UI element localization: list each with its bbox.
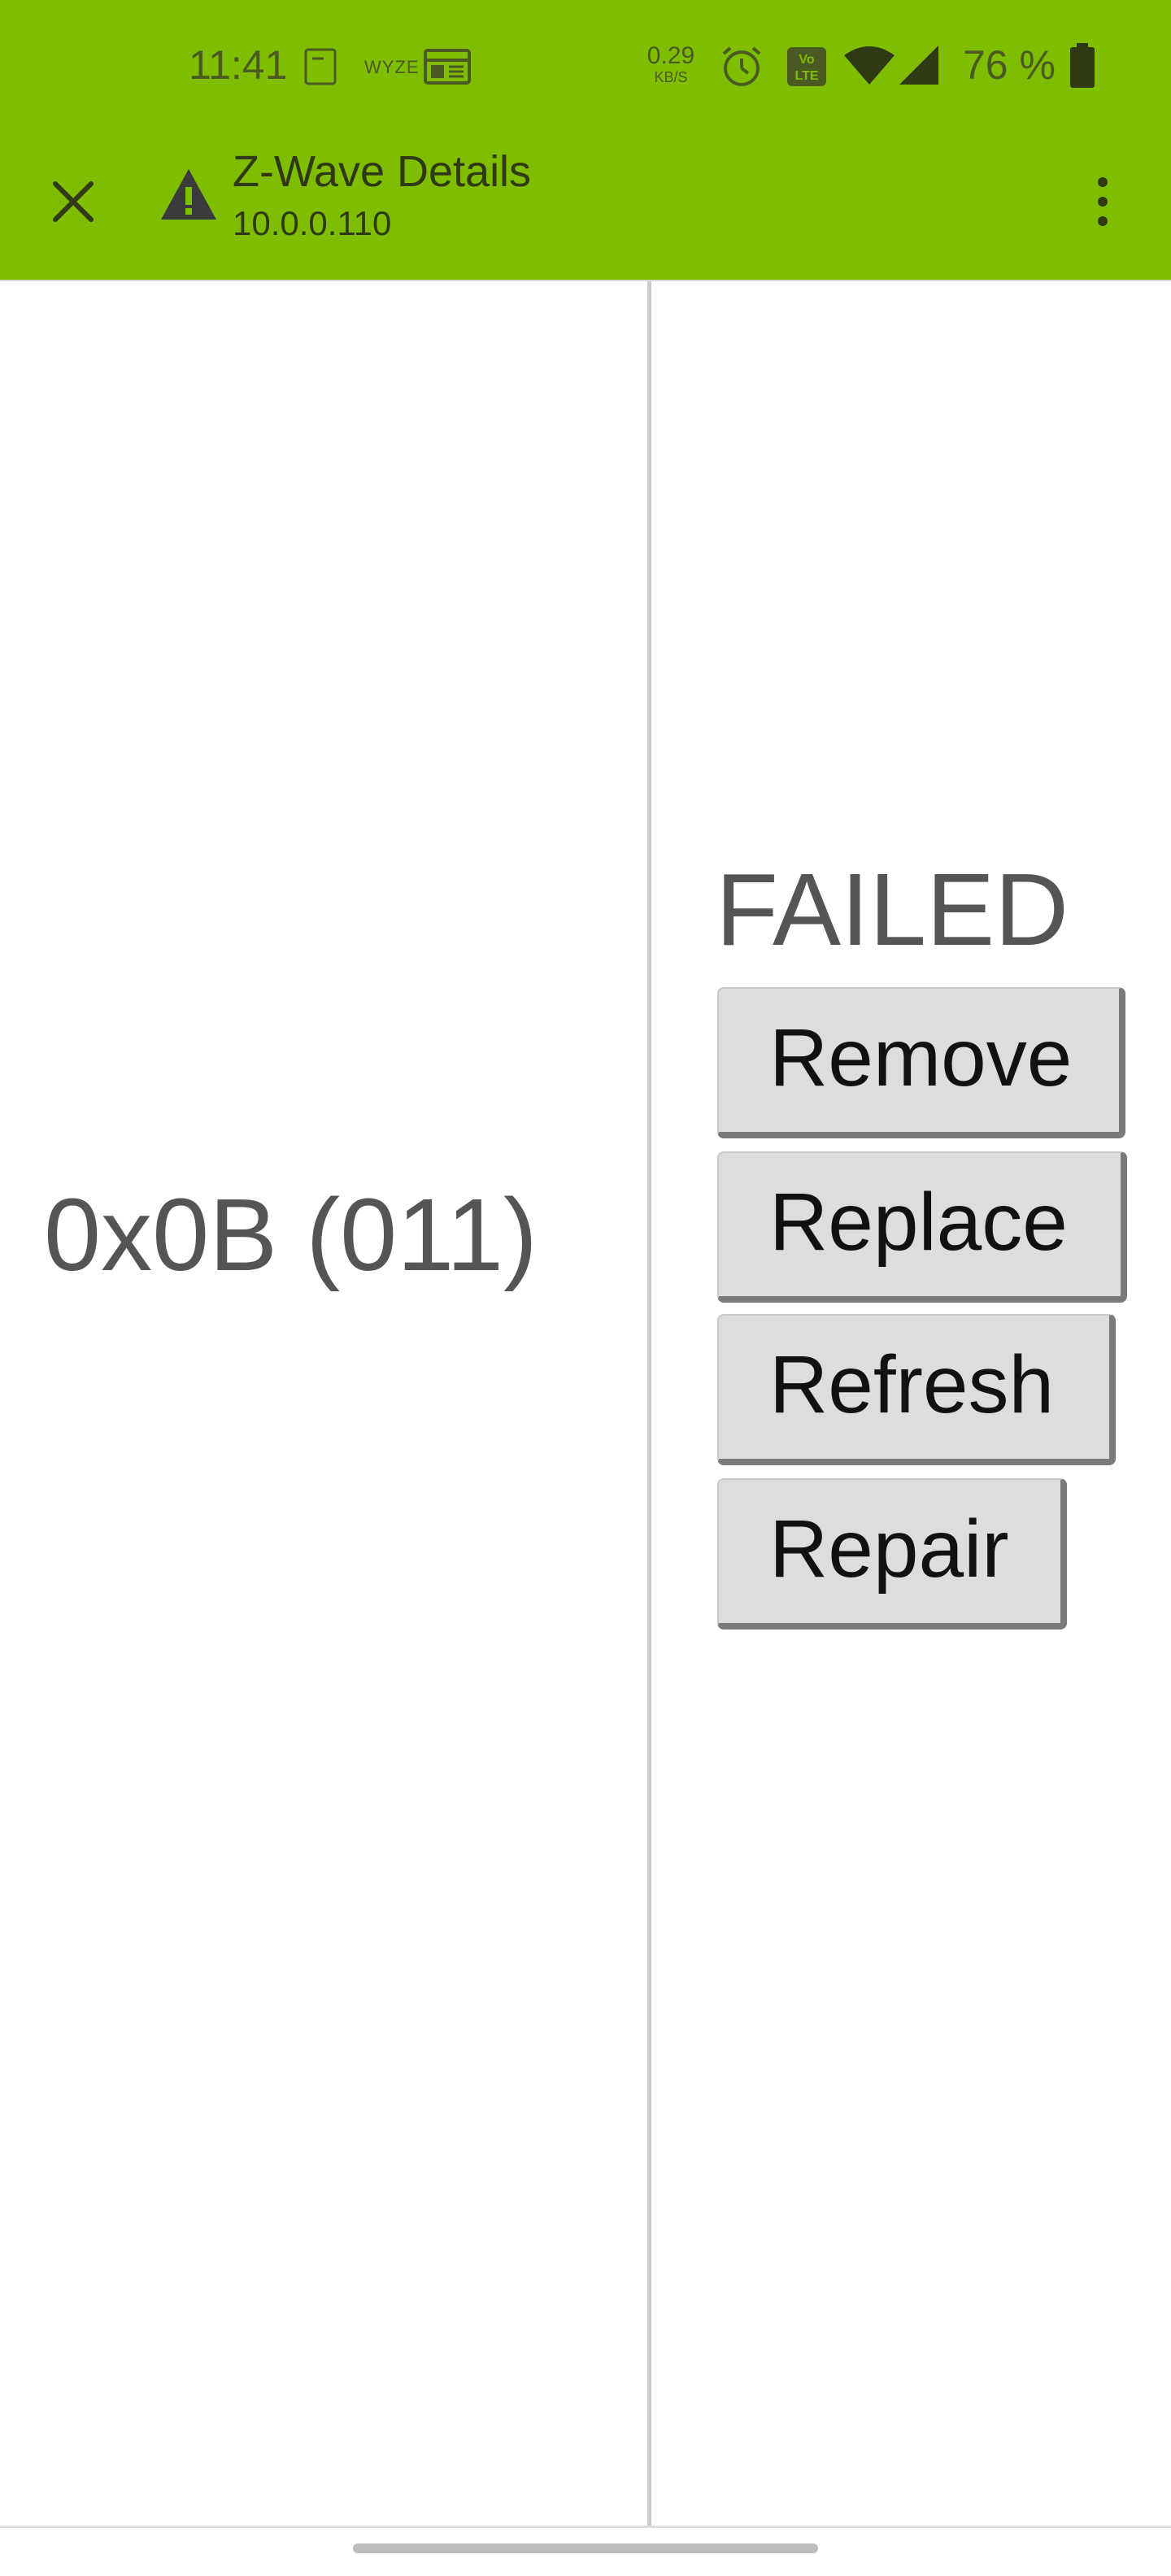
overflow-menu-button[interactable]	[1073, 163, 1132, 241]
network-speed: 0.29 KB/S	[642, 44, 699, 85]
more-vert-icon	[1098, 177, 1108, 226]
svg-text:LTE: LTE	[794, 69, 818, 83]
gesture-handle[interactable]	[353, 2543, 818, 2553]
remove-button[interactable]: Remove	[717, 987, 1125, 1138]
page-subtitle: 10.0.0.110	[233, 204, 392, 242]
battery-percent: 76 %	[963, 42, 1056, 88]
node-id: 0x0B (011)	[44, 1177, 538, 1292]
page-title: Z-Wave Details	[233, 147, 532, 196]
volte-icon: Vo LTE	[787, 47, 826, 86]
node-status: FAILED	[716, 852, 1069, 967]
header: 11:41 WYZE 0.29 KB/S	[0, 0, 1171, 281]
battery-icon	[1070, 43, 1095, 88]
app-bar: Z-Wave Details 10.0.0.110	[0, 130, 1171, 281]
repair-button[interactable]: Repair	[717, 1478, 1067, 1630]
close-icon	[53, 181, 94, 222]
warning-icon	[161, 169, 216, 220]
alarm-icon	[722, 46, 761, 86]
svg-text:Vo: Vo	[799, 53, 814, 67]
wyze-icon: WYZE	[364, 57, 420, 77]
wifi-icon	[844, 46, 895, 85]
network-speed-unit: KB/S	[654, 69, 688, 85]
status-bar: 11:41 WYZE 0.29 KB/S	[0, 0, 1171, 130]
refresh-button[interactable]: Refresh	[717, 1314, 1116, 1465]
replace-button[interactable]: Replace	[717, 1151, 1127, 1303]
network-speed-value: 0.29	[646, 42, 695, 69]
bottom-divider	[0, 2526, 1171, 2528]
node-details: 0x0B (011) FAILED Remove Replace Refresh…	[0, 281, 1171, 2527]
sim-card-icon	[304, 48, 337, 85]
cell-signal-icon	[899, 46, 938, 85]
close-button[interactable]	[34, 163, 112, 241]
column-divider	[647, 281, 651, 2527]
news-icon	[424, 49, 471, 85]
status-time: 11:41	[189, 42, 288, 88]
